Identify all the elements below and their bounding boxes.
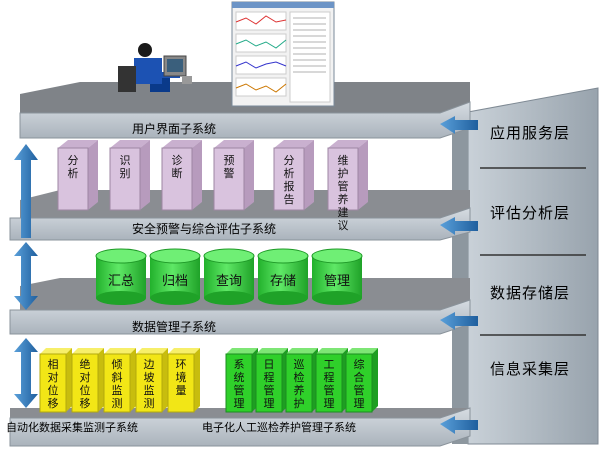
layer-label-manual-patrol: 电子化人工巡检养护管理子系统 [202,421,356,434]
patrol-box [225,348,258,413]
monitor-box-label: 绝对位移 [79,358,91,410]
patrol-box-label: 系统管理 [233,358,245,410]
monitor-box [71,348,104,413]
monitor-box-label: 边坡监测 [143,358,155,410]
storage-cylinder [95,248,147,305]
analysis-box [213,140,254,211]
right-label-data-storage: 数据存储层 [490,284,571,302]
monitor-box-label: 相对位移 [47,358,59,410]
analysis-box [161,140,202,211]
storage-cylinder-label: 归档 [161,274,188,289]
patrol-box-label: 工程管理 [323,358,335,410]
analysis-boxes [57,140,368,211]
storage-cylinder-label: 管理 [323,274,350,289]
patrol-box [345,348,378,413]
patrol-box [255,348,288,413]
left-arrow-top [14,144,38,238]
analysis-box [109,140,150,211]
operator-person-icon [118,43,192,92]
layer-label-user-interface: 用户界面子系统 [132,122,217,136]
storage-cylinder [149,248,201,305]
slab-collection [9,407,471,447]
monitor-box-label: 环境量 [175,358,187,397]
storage-cylinders [95,248,363,305]
monitor-box [167,348,200,413]
analysis-box-label: 识别 [119,154,131,180]
storage-cylinder-label: 查询 [215,274,242,289]
storage-cylinder [257,248,309,305]
monitor-boxes [39,348,200,413]
left-arrow-bottom [14,338,38,408]
patrol-box-label: 综合管理 [353,358,365,410]
analysis-box-label: 分析报告 [283,154,295,206]
analysis-box [57,140,98,211]
monitor-box [39,348,72,413]
right-arrows [440,116,478,434]
right-label-eval-analysis: 评估分析层 [490,204,571,222]
storage-cylinder-label: 存储 [269,274,296,289]
layer-label-data-mgmt: 数据管理子系统 [132,320,217,334]
analysis-box-label: 预警 [223,154,235,180]
patrol-box [285,348,318,413]
patrol-box [315,348,348,413]
left-arrow-mid [14,242,38,310]
patrol-box-label: 巡检养护 [293,358,305,410]
layer-label-auto-collect: 自动化数据采集监测子系统 [6,421,138,434]
analysis-box-label: 维护管养建议 [337,154,349,232]
analysis-box-label: 诊断 [171,154,183,180]
analysis-box [327,140,368,211]
storage-cylinder [203,248,255,305]
analysis-box-label: 分析 [67,154,79,180]
software-screenshot [231,1,335,107]
monitor-box-label: 倾斜监测 [111,358,123,410]
right-label-info-collect: 信息采集层 [490,360,571,378]
analysis-box [273,140,314,211]
storage-cylinder [311,248,363,305]
layer-label-safety-eval: 安全预警与综合评估子系统 [132,222,277,236]
patrol-box-label: 日程管理 [263,358,275,410]
monitor-box [103,348,136,413]
right-label-app-service: 应用服务层 [490,124,571,142]
monitor-box [135,348,168,413]
storage-cylinder-label: 汇总 [107,274,134,289]
patrol-boxes [225,348,378,413]
